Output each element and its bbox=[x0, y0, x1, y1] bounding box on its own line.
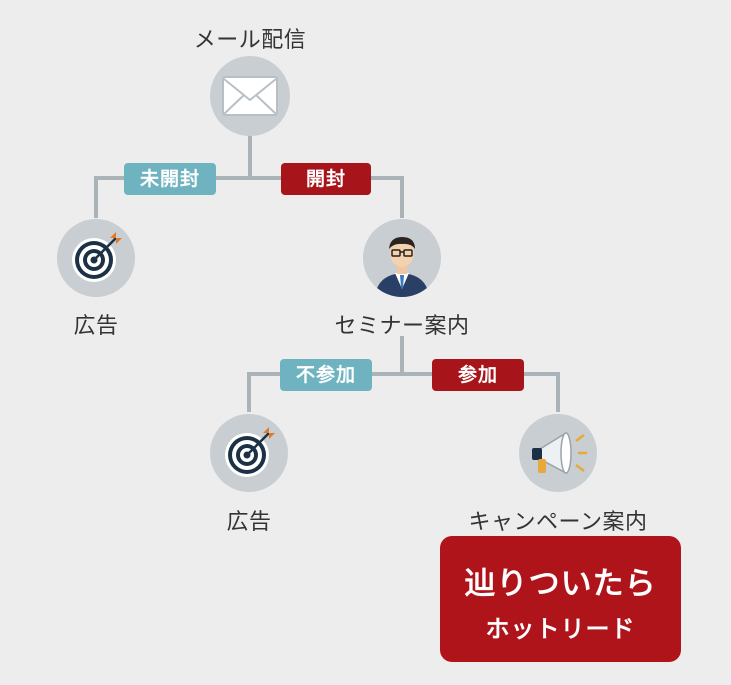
tag-opened: 開封 bbox=[281, 163, 371, 195]
campaign-label: キャンペーン案内 bbox=[468, 510, 648, 535]
seminar-node bbox=[363, 219, 441, 297]
ad-left-label: 広告 bbox=[73, 314, 119, 339]
ad-left-node bbox=[57, 219, 135, 297]
target-icon bbox=[72, 232, 122, 282]
tag-not-joined: 不参加 bbox=[280, 359, 372, 391]
ad-mid-node bbox=[210, 414, 288, 492]
mail-node bbox=[210, 56, 290, 136]
tag-unopened: 未開封 bbox=[124, 163, 216, 195]
target-icon bbox=[225, 427, 275, 477]
ad-mid-label: 広告 bbox=[226, 510, 272, 535]
megaphone-icon bbox=[532, 431, 587, 475]
hot-lead-line1: 辿りついたら bbox=[464, 566, 657, 602]
campaign-node bbox=[519, 414, 597, 492]
hot-lead-line2: ホットリード bbox=[485, 615, 636, 643]
hot-lead-box: 辿りついたら ホットリード bbox=[440, 536, 681, 662]
envelope-icon bbox=[222, 76, 278, 116]
mail-label: メール配信 bbox=[193, 28, 307, 53]
seminar-label: セミナー案内 bbox=[334, 314, 470, 339]
tag-joined: 参加 bbox=[432, 359, 524, 391]
businessman-icon bbox=[375, 237, 429, 297]
